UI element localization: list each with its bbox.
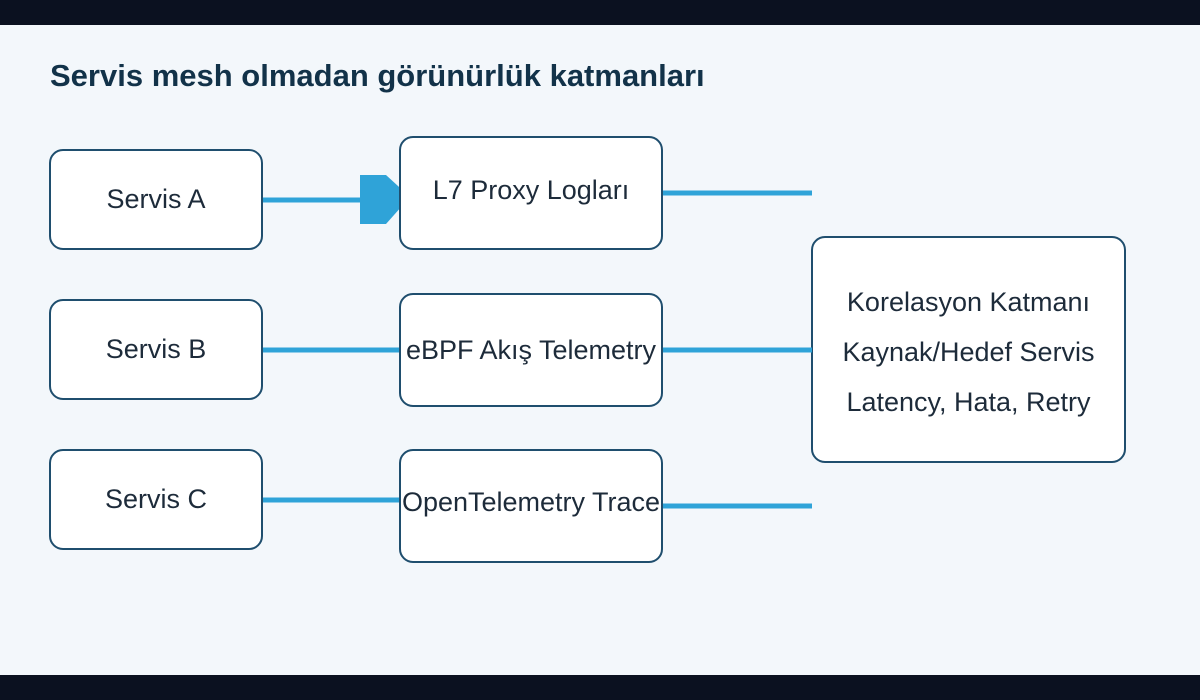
node-servis-b[interactable]: Servis B bbox=[49, 299, 263, 400]
correlation-line-3: Latency, Hata, Retry bbox=[846, 386, 1091, 417]
node-servis-b-label: Servis B bbox=[105, 334, 207, 364]
node-ebpf-label: eBPF Akış Telemetry bbox=[405, 334, 657, 365]
node-servis-a-label: Servis A bbox=[106, 184, 206, 214]
arrowhead-l7-proxy bbox=[360, 175, 410, 224]
node-opentelemetry-trace[interactable]: OpenTelemetry Trace bbox=[399, 449, 663, 563]
node-korelasyon-katmani[interactable]: Korelasyon Katmanı Kaynak/Hedef Servis L… bbox=[811, 236, 1126, 463]
node-ebpf-akis-telemetry[interactable]: eBPF Akış Telemetry bbox=[399, 293, 663, 407]
node-servis-a[interactable]: Servis A bbox=[49, 149, 263, 250]
diagram-canvas: Servis mesh olmadan görünürlük katmanlar… bbox=[0, 25, 1200, 675]
node-servis-c-label: Servis C bbox=[104, 484, 207, 514]
connector-layer bbox=[263, 175, 812, 509]
diagram-title: Servis mesh olmadan görünürlük katmanlar… bbox=[50, 58, 705, 93]
correlation-line-2: Kaynak/Hedef Servis bbox=[842, 336, 1095, 367]
node-servis-c[interactable]: Servis C bbox=[49, 449, 263, 550]
node-l7-proxy-loglari[interactable]: L7 Proxy Logları bbox=[399, 136, 663, 250]
node-otel-label: OpenTelemetry Trace bbox=[401, 487, 661, 517]
node-l7-proxy-label: L7 Proxy Logları bbox=[432, 174, 630, 205]
correlation-line-1: Korelasyon Katmanı bbox=[846, 286, 1091, 317]
